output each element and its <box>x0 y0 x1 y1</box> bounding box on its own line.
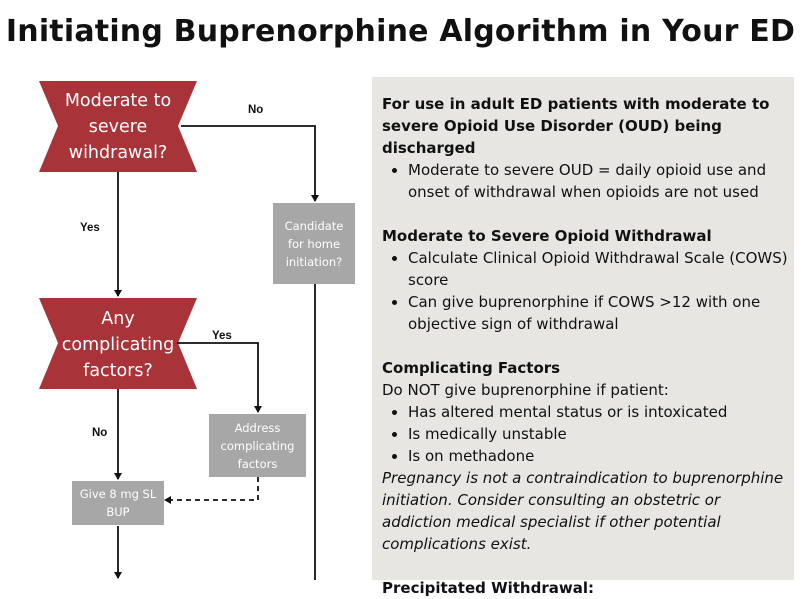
decision-withdrawal-line2: severe <box>88 117 148 137</box>
page-title: Initiating Buprenorphine Algorithm in Yo… <box>5 14 796 49</box>
section-usage: For use in adult ED patients with modera… <box>382 93 794 203</box>
box-give-line1: Give 8 mg SL <box>79 487 157 501</box>
list-item: Has altered mental status or is intoxica… <box>408 401 794 423</box>
info-panel: For use in adult ED patients with modera… <box>372 77 794 597</box>
section-complicating-list: Has altered mental status or is intoxica… <box>382 401 794 467</box>
list-item: Is medically unstable <box>408 423 794 445</box>
section-precipitated-heading: Precipitated Withdrawal: <box>382 579 594 597</box>
box-address-line2: complicating <box>220 438 295 453</box>
list-item: Calculate Clinical Opioid Withdrawal Sca… <box>408 247 794 291</box>
decision-complicating-line2: complicating <box>61 335 175 355</box>
box-give-bup: Give 8 mg SL BUP <box>72 481 164 525</box>
decision-complicating: Any complicating factors? <box>39 306 197 384</box>
decision-withdrawal-line1: Moderate to <box>64 91 172 111</box>
decision-withdrawal-line3: wihdrawal? <box>68 143 168 163</box>
section-withdrawal-list: Calculate Clinical Opioid Withdrawal Sca… <box>382 247 794 335</box>
label-yes-2: Yes <box>212 330 232 342</box>
list-item: Can give buprenorphine if COWS >12 with … <box>408 291 794 335</box>
section-withdrawal: Moderate to Severe Opioid Withdrawal Cal… <box>382 225 794 335</box>
box-address-complicating: Address complicating factors <box>209 414 306 477</box>
box-candidate-home-initiation: Candidate for home initiation? <box>273 203 355 284</box>
flowchart-connectors <box>39 81 319 580</box>
section-usage-list: Moderate to severe OUD = daily opioid us… <box>382 159 794 203</box>
list-item: Moderate to severe OUD = daily opioid us… <box>408 159 794 203</box>
connector-dashed <box>164 477 259 504</box>
box-give-line2: BUP <box>106 505 130 519</box>
label-yes-1: Yes <box>80 222 100 234</box>
box-candidate-line1: Candidate <box>284 218 344 233</box>
decision-shape-withdrawal <box>39 81 197 172</box>
decision-shape-complicating <box>39 298 197 389</box>
section-complicating: Complicating Factors Do NOT give bupreno… <box>382 357 794 555</box>
list-item: Is on methadone <box>408 445 794 467</box>
decision-complicating-line1: Any <box>101 309 135 329</box>
box-address-line3: factors <box>237 456 278 471</box>
box-candidate-line3: initiation? <box>285 254 343 269</box>
decision-withdrawal: Moderate to severe wihdrawal? <box>39 88 197 166</box>
box-candidate-line2: for home <box>287 236 341 251</box>
section-complicating-intro: Do NOT give buprenorphine if patient: <box>382 381 669 399</box>
label-no-1: No <box>248 104 264 116</box>
connector-no-1 <box>181 125 319 202</box>
box-address-line1: Address <box>234 420 281 435</box>
section-complicating-heading: Complicating Factors <box>382 359 561 377</box>
pregnancy-note: Pregnancy is not a contraindication to b… <box>382 469 784 553</box>
section-withdrawal-heading: Moderate to Severe Opioid Withdrawal <box>382 227 712 245</box>
connector-yes-2 <box>177 342 262 413</box>
section-usage-heading: For use in adult ED patients with modera… <box>382 95 770 157</box>
decision-complicating-line3: factors? <box>83 361 153 381</box>
label-no-2: No <box>92 427 108 439</box>
section-precipitated: Precipitated Withdrawal: <box>382 577 794 599</box>
